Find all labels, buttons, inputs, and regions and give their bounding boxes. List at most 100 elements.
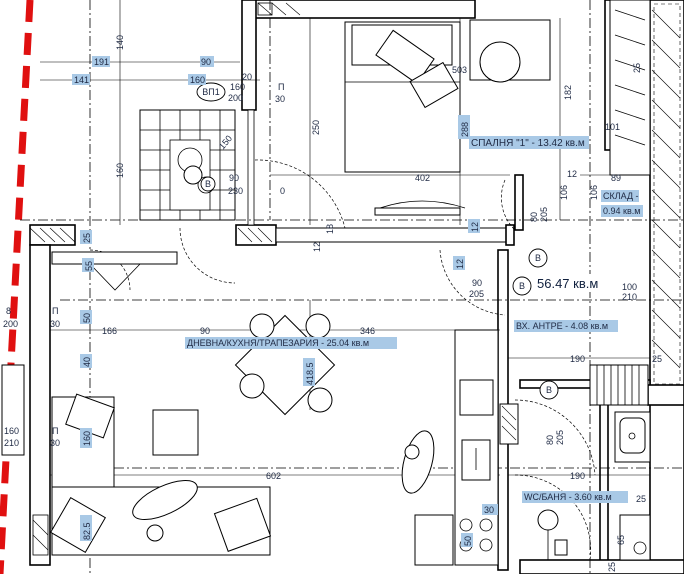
svg-text:205: 205: [539, 207, 549, 222]
room-label-bath: WC/БАНЯ - 3.60 кв.м: [522, 491, 628, 503]
svg-text:141: 141: [74, 75, 89, 85]
bedroom-nightstand: [469, 19, 551, 83]
bedroom-tv-unit: [374, 200, 466, 216]
svg-text:12: 12: [312, 242, 322, 252]
svg-text:205: 205: [555, 430, 565, 445]
elevator-area: [139, 109, 236, 221]
svg-text:ДНЕВНА/КУХНЯ/ТРАПЕЗАРИЯ - 25.0: ДНЕВНА/КУХНЯ/ТРАПЕЗАРИЯ - 25.04 кв.м: [187, 338, 369, 348]
bedroom-bed: [344, 21, 461, 173]
svg-text:П: П: [52, 306, 58, 316]
svg-text:ВП1: ВП1: [202, 87, 219, 97]
svg-text:200: 200: [3, 319, 18, 329]
svg-text:СКЛАД -: СКЛАД -: [603, 191, 639, 201]
dining-set: [234, 313, 336, 416]
person-figures: [132, 165, 435, 542]
svg-text:200: 200: [228, 93, 243, 103]
svg-text:B: B: [205, 179, 211, 189]
svg-text:0.94 кв.м: 0.94 кв.м: [603, 206, 640, 216]
axis-lines: [20, 0, 684, 574]
svg-text:25: 25: [607, 562, 617, 572]
svg-text:П: П: [52, 426, 58, 436]
svg-text:89: 89: [611, 173, 621, 183]
svg-text:80: 80: [529, 212, 539, 222]
svg-text:18: 18: [325, 224, 335, 234]
bath-fixtures: [537, 411, 651, 561]
tag-b-elevator: B: [200, 176, 216, 192]
svg-text:205: 205: [469, 289, 484, 299]
svg-text:8: 8: [6, 306, 11, 316]
property-boundary-line: [0, 0, 34, 574]
svg-text:160: 160: [82, 431, 92, 446]
svg-text:50: 50: [463, 536, 473, 546]
svg-text:210: 210: [4, 438, 19, 448]
svg-text:602: 602: [266, 471, 281, 481]
svg-text:182: 182: [563, 85, 573, 100]
svg-text:25: 25: [82, 233, 92, 243]
svg-text:40: 40: [82, 357, 92, 367]
svg-text:55: 55: [84, 261, 94, 271]
svg-text:160: 160: [230, 82, 245, 92]
wall-hatching: [29, 2, 681, 551]
svg-text:ВХ. АНТРЕ - 4.08 кв.м: ВХ. АНТРЕ - 4.08 кв.м: [516, 321, 608, 331]
svg-text:25: 25: [652, 354, 662, 364]
tag-vp1: ВП1: [196, 82, 226, 102]
svg-text:190: 190: [570, 471, 585, 481]
svg-text:190: 190: [570, 354, 585, 364]
dimension-labels: 191 90 140 141 160 20 160 200 П 30 503 1…: [3, 35, 662, 572]
svg-text:12: 12: [567, 169, 577, 179]
svg-text:402: 402: [415, 173, 430, 183]
svg-text:25: 25: [636, 494, 646, 504]
svg-text:П: П: [278, 82, 284, 92]
svg-text:12: 12: [470, 222, 480, 232]
svg-text:160: 160: [4, 426, 19, 436]
svg-text:160: 160: [115, 163, 125, 178]
svg-text:140: 140: [115, 35, 125, 50]
svg-text:191: 191: [94, 57, 109, 67]
svg-text:288: 288: [460, 122, 470, 137]
svg-text:90: 90: [201, 57, 211, 67]
room-label-bedroom: СПАЛНЯ "1" - 13.42 кв.м: [469, 136, 589, 149]
svg-text:B: B: [519, 281, 525, 291]
svg-text:65: 65: [616, 535, 626, 545]
svg-text:90: 90: [472, 278, 482, 288]
svg-text:100: 100: [622, 282, 637, 292]
svg-text:250: 250: [311, 120, 321, 135]
svg-text:90: 90: [229, 173, 239, 183]
coffee-table: [152, 409, 199, 456]
kitchen-counter: [414, 329, 499, 566]
total-area-label: 56.47 кв.м: [534, 274, 618, 292]
room-label-living: ДНЕВНА/КУХНЯ/ТРАПЕЗАРИЯ - 25.04 кв.м: [185, 337, 397, 349]
svg-text:0: 0: [280, 186, 285, 196]
room-label-storage: СКЛАД - 0.94 кв.м: [601, 190, 643, 217]
tag-b-living: B: [512, 276, 532, 296]
svg-text:106: 106: [589, 185, 599, 200]
svg-text:СПАЛНЯ "1" - 13.42 кв.м: СПАЛНЯ "1" - 13.42 кв.м: [471, 138, 585, 149]
svg-text:12: 12: [455, 259, 465, 269]
svg-text:160: 160: [190, 75, 205, 85]
svg-text:30: 30: [275, 94, 285, 104]
svg-text:230: 230: [228, 186, 243, 196]
svg-text:82.5: 82.5: [82, 522, 92, 540]
svg-text:50: 50: [82, 313, 92, 323]
svg-text:106: 106: [559, 185, 569, 200]
svg-text:30: 30: [50, 319, 60, 329]
svg-text:WC/БАНЯ - 3.60 кв.м: WC/БАНЯ - 3.60 кв.м: [524, 492, 612, 502]
room-label-entrance: ВХ. АНТРЕ - 4.08 кв.м: [514, 320, 618, 332]
svg-text:25: 25: [632, 63, 642, 73]
svg-text:80: 80: [545, 435, 555, 445]
svg-text:20: 20: [242, 72, 252, 82]
svg-text:30: 30: [50, 438, 60, 448]
tag-b-storage: B: [528, 248, 548, 268]
svg-text:101: 101: [605, 122, 620, 132]
svg-text:346: 346: [360, 326, 375, 336]
svg-text:166: 166: [102, 326, 117, 336]
svg-text:90: 90: [200, 326, 210, 336]
wardrobe: [609, 0, 651, 176]
door-swings: [89, 159, 596, 561]
tag-b-bath: B: [539, 380, 559, 400]
svg-text:418.5: 418.5: [305, 362, 315, 385]
svg-text:56.47 кв.м: 56.47 кв.м: [537, 276, 598, 291]
svg-text:B: B: [535, 253, 541, 263]
entrance-shelving: [589, 364, 649, 406]
